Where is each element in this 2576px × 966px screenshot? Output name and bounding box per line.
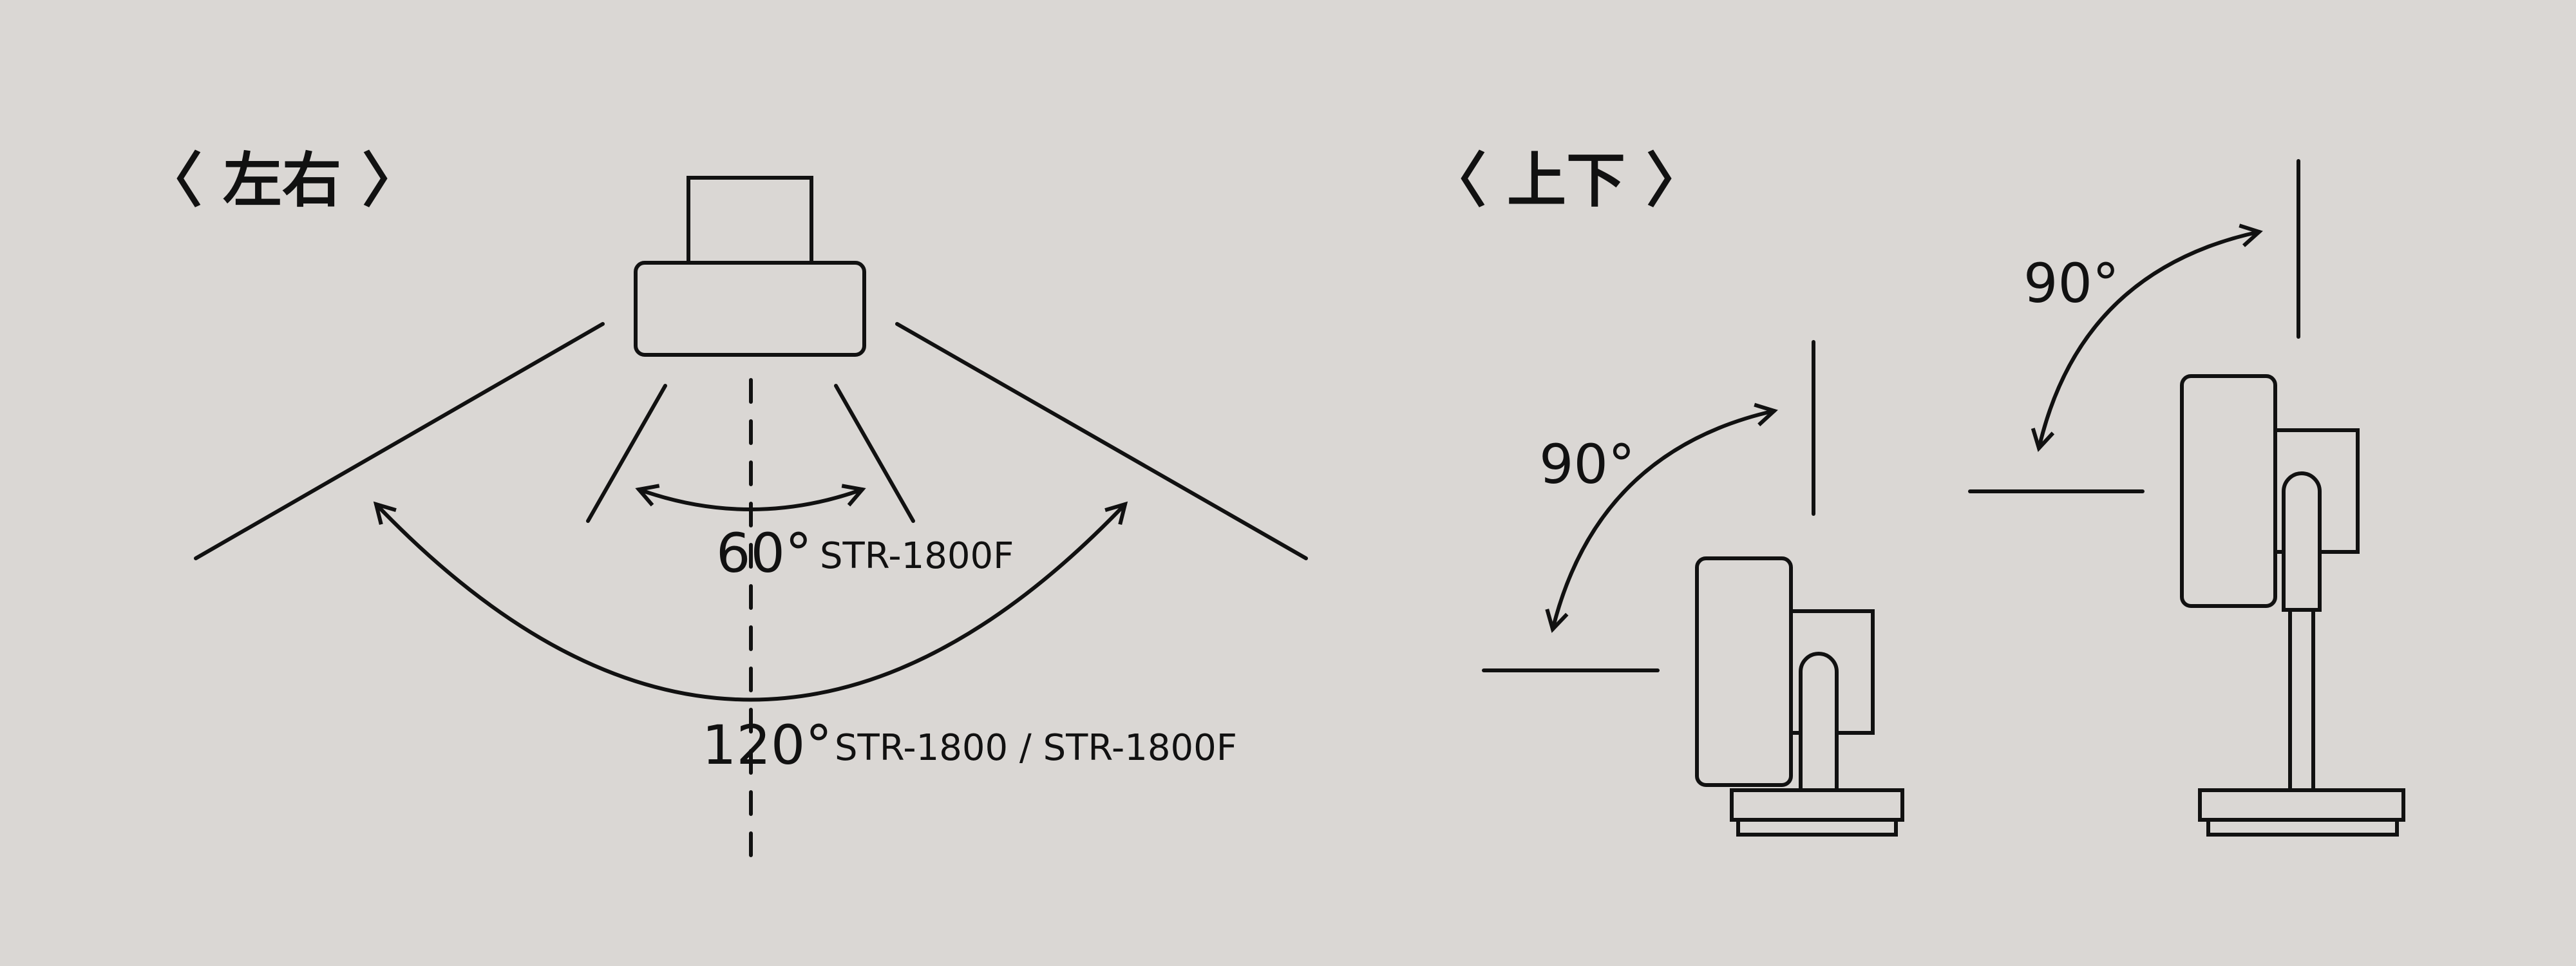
fan-base xyxy=(2198,788,2405,822)
fan-base-bottom xyxy=(2206,818,2399,837)
fan-front-panel xyxy=(1695,556,1793,787)
tilt-angle-label: 90° xyxy=(1539,433,1635,496)
outer-angle-label: 120° xyxy=(702,714,832,777)
inner-model-label: STR-1800F xyxy=(820,535,1014,577)
horizontal-swing-title: 〈 左右 〉 xyxy=(143,146,421,215)
horizontal-swing-section: 〈 左右 〉 60° STR-1800F 120° STR-1800 / STR… xyxy=(143,146,1308,864)
vertical-tilt-title: 〈 上下 〉 xyxy=(1427,146,1705,215)
outer-limit-line-left xyxy=(194,322,605,560)
fan-arm xyxy=(1799,652,1839,792)
inner-limit-line-right xyxy=(834,384,915,523)
tilt-arrow xyxy=(2031,223,2263,452)
fan-base xyxy=(1730,788,1904,822)
vertical-tilt-section: 〈 上下 〉 90° 90° xyxy=(1427,146,2405,837)
outer-swing-arrow xyxy=(373,501,1128,702)
tilt-arrow xyxy=(1545,402,1778,633)
fan-top-view xyxy=(634,176,866,357)
outer-model-label: STR-1800 / STR-1800F xyxy=(835,727,1237,769)
fan-arm xyxy=(2282,471,2322,612)
fan-base-bottom xyxy=(1736,818,1898,837)
fan-motor-housing xyxy=(687,176,813,265)
fan-high-side-view: 90° xyxy=(1968,159,2405,837)
fan-low-side-view: 90° xyxy=(1482,340,1904,837)
fan-pole xyxy=(2288,608,2315,792)
fan-head xyxy=(634,261,866,357)
tilt-angle-label: 90° xyxy=(2023,252,2119,315)
inner-angle-label: 60° xyxy=(716,522,812,585)
fan-front-panel xyxy=(2180,374,2277,608)
outer-limit-line-right xyxy=(895,322,1308,560)
inner-limit-line-left xyxy=(586,384,667,523)
